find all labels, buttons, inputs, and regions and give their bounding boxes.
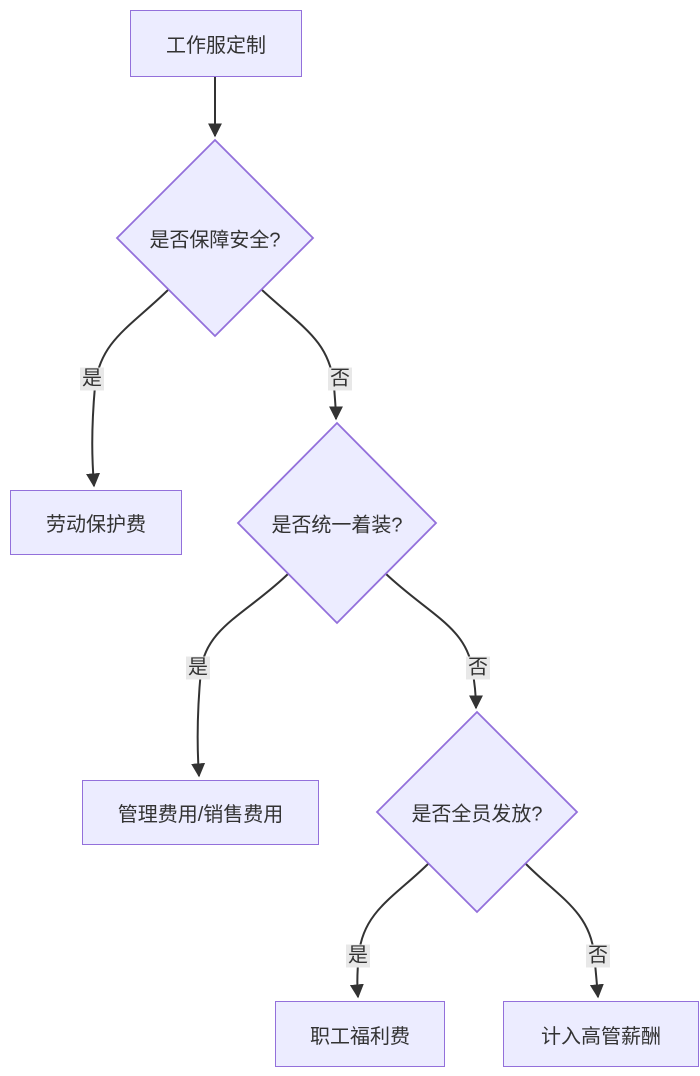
decision-safety-label: 是否保障安全? [149,229,281,252]
decision-all-staff-shape [375,710,579,914]
edge-q2-no-to-q3 [384,572,483,710]
edge-q1-no-to-q2 [261,289,343,421]
edge-label-q3-no: 否 [586,944,610,968]
edge-label-q2-no: 否 [466,656,490,680]
decision-safety-shape [115,138,315,338]
node-start-label: 工作服定制 [166,35,266,57]
node-admin-sales-expense-label: 管理费用/销售费用 [117,804,284,826]
node-executive-compensation: 计入高管薪酬 [503,1001,699,1067]
node-employee-welfare-fee: 职工福利费 [275,1001,445,1067]
edge-label-q1-no: 否 [328,367,352,391]
node-labor-protection-fee-label: 劳动保护费 [46,514,146,536]
node-admin-sales-expense: 管理费用/销售费用 [82,780,319,845]
edge-q3-no-to-exec [524,862,604,999]
node-start: 工作服定制 [130,10,302,77]
edge-label-q1-yes: 是 [80,367,104,391]
edge-label-q3-yes: 是 [346,944,370,968]
decision-uniform-shape [236,421,438,625]
node-employee-welfare-fee-label: 职工福利费 [310,1025,410,1048]
edge-q2-yes-to-admin [191,572,290,778]
edge-q3-yes-to-welfare [349,862,430,999]
decision-uniform-label: 是否统一着装? [271,514,403,537]
decision-all-staff-label: 是否全员发放? [411,803,543,826]
node-executive-compensation-label: 计入高管薪酬 [541,1025,661,1048]
node-labor-protection-fee: 劳动保护费 [10,490,182,555]
edge-label-q2-yes: 是 [186,656,210,680]
